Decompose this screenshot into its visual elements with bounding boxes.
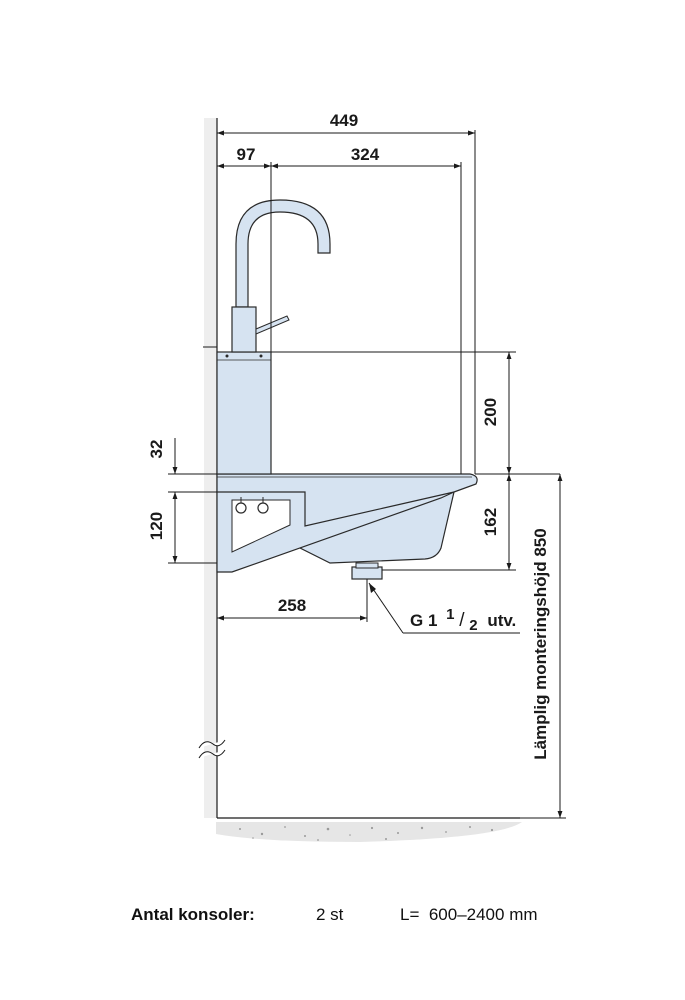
drain-suffix: utv. <box>487 611 516 630</box>
drain-fraction-num: 1 <box>446 606 454 623</box>
dim-32-label: 32 <box>147 440 166 459</box>
dim-162-label: 162 <box>481 508 500 536</box>
bracket-screw-2 <box>257 502 269 514</box>
dim-overall-depth: 449 <box>217 111 476 474</box>
bracket-screw-1 <box>235 502 247 514</box>
drain-fraction-den: 2 <box>469 617 477 634</box>
bracket-cutout <box>231 499 291 553</box>
back-panel <box>216 351 272 475</box>
footer-count: 2 st <box>316 905 344 924</box>
dim-mounting-height: Lämplig monteringshöjd 850 <box>520 474 566 819</box>
floor <box>216 817 522 842</box>
dim-basin-depth: 162 <box>382 474 516 571</box>
dim-panel-height: 200 <box>271 351 560 475</box>
dim-tap-offsets: 97 324 <box>217 145 462 474</box>
drain-callout: G 1 1 / 2 utv. <box>368 582 520 634</box>
dim-449-label: 449 <box>330 111 358 130</box>
drain-outlet <box>351 566 383 580</box>
footer: Antal konsoler: 2 st L= 600–2400 mm <box>0 905 685 929</box>
drain-label: G 1 1 / 2 utv. <box>410 604 516 634</box>
tap <box>231 199 331 353</box>
dim-120-label: 120 <box>147 512 166 540</box>
footer-label: Antal konsoler: <box>131 905 255 924</box>
footer-length: L= 600–2400 mm <box>400 905 538 924</box>
dim-200-label: 200 <box>481 398 500 426</box>
dim-258-label: 258 <box>278 596 306 615</box>
dim-drain-position: 258 <box>217 579 368 622</box>
drain-fraction-sep: / <box>459 610 465 631</box>
dim-324-label: 324 <box>351 145 380 164</box>
dim-97-label: 97 <box>237 145 256 164</box>
mounting-height-label: Lämplig monteringshöjd 850 <box>531 528 550 759</box>
dim-bracket: 32 120 <box>147 346 217 564</box>
drain-prefix: G 1 <box>410 611 437 630</box>
